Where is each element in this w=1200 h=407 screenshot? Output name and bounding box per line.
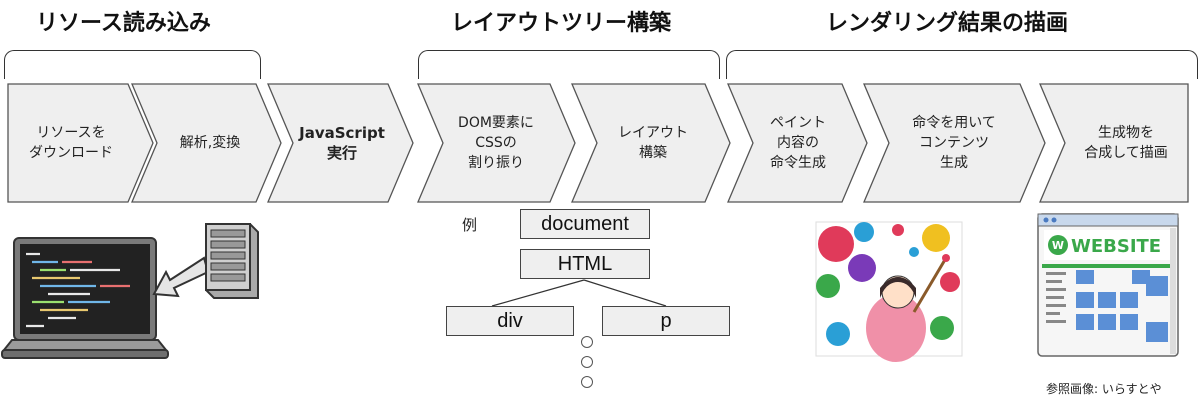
painting-girl-illustration: [815, 221, 963, 362]
chevron-step-3: [267, 83, 414, 203]
download-arrow-icon: [152, 256, 210, 298]
step-label-download: リソースを ダウンロード: [29, 125, 113, 161]
tree-node-div: div: [446, 306, 574, 336]
bracket-layout-tree: [418, 50, 720, 79]
chevron-step-2: [131, 83, 282, 203]
pipeline-chevrons: [7, 83, 1189, 203]
bracket-render-drawing: [726, 50, 1198, 79]
step-label-parse: 解析,変換: [179, 135, 241, 151]
bracket-resource-loading: [4, 50, 261, 79]
step-label-css-assign: DOM要素に CSSの 割り振り: [458, 115, 534, 171]
example-label: 例: [462, 216, 478, 234]
step-label-layout: レイアウト 構築: [618, 125, 688, 161]
chevron-step-1: [7, 83, 154, 203]
chevron-step-5: [571, 83, 731, 203]
laptop-illustration: [1, 237, 169, 359]
step-label-paint-commands: ペイント 内容の 命令生成: [770, 115, 826, 171]
server-illustration: [205, 223, 259, 299]
image-credit: 参照画像: いらすとや: [1046, 382, 1162, 396]
section-title-resource-loading: リソース読み込み: [36, 11, 211, 36]
step-label-content-generate: 命令を用いて コンテンツ 生成: [912, 115, 996, 171]
svg-text:W: W: [1052, 239, 1064, 252]
website-banner-text: WEBSITE: [1071, 236, 1161, 257]
step-label-javascript: JavaScript 実行: [299, 124, 385, 162]
tree-node-p: p: [602, 306, 730, 336]
tree-node-document: document: [520, 209, 650, 239]
tree-connectors: [491, 279, 667, 307]
ellipsis-dot-1: [581, 336, 593, 348]
section-title-render-drawing: レンダリング結果の描画: [826, 11, 1069, 36]
ellipsis-dot-2: [581, 356, 593, 368]
chevron-step-4: [417, 83, 576, 203]
step-label-composite: 生成物を 合成して描画: [1084, 125, 1168, 161]
chevron-step-8: [1039, 83, 1189, 203]
section-title-layout-tree: レイアウトツリー構築: [451, 11, 672, 36]
ellipsis-dot-3: [581, 376, 593, 388]
chevron-step-6: [727, 83, 868, 203]
website-illustration: W WEBSITE: [1037, 213, 1179, 357]
tree-node-html: HTML: [520, 249, 650, 279]
chevron-step-7: [863, 83, 1046, 203]
